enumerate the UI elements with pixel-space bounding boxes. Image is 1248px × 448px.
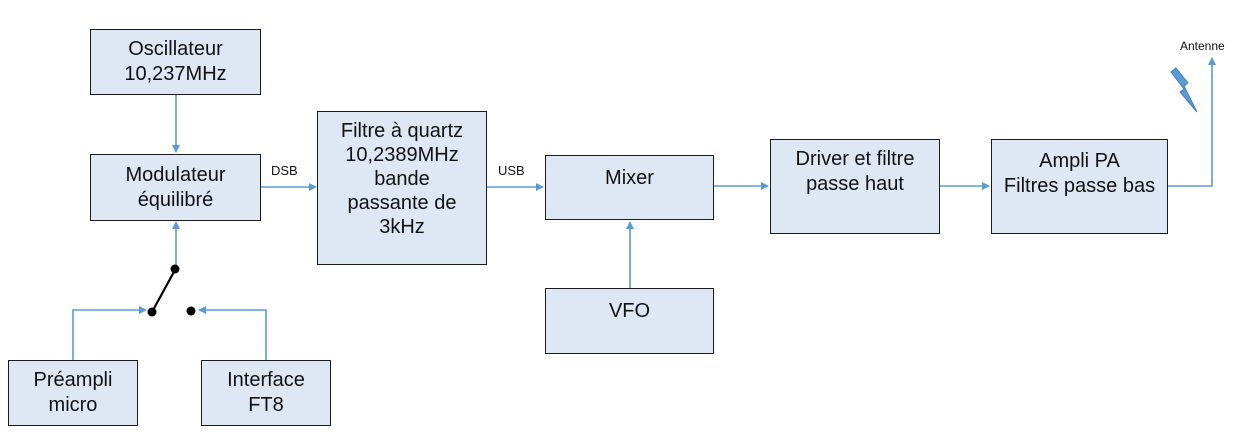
block-preamp: Préampli micro [8, 360, 138, 426]
filter-label: Filtre à quartz [340, 120, 464, 142]
filter-line3: bande [374, 168, 430, 190]
pa-sublabel: Filtres passe bas [1003, 175, 1156, 197]
mixer-label: Mixer [605, 167, 654, 189]
signal-label-usb: USB [498, 163, 525, 178]
driver-label: Driver et filtre [795, 148, 915, 170]
modulator-label: Modulateur [125, 163, 226, 186]
block-modulator: Modulateur équilibré [90, 154, 261, 221]
arrow-preamp-to-switch [72, 306, 147, 360]
block-mixer: Mixer [545, 155, 714, 220]
oscillator-label: Oscillateur [128, 38, 223, 60]
pa-label: Ampli PA [1039, 150, 1120, 172]
signal-label-dsb: DSB [271, 163, 298, 178]
filter-frequency: 10,2389MHz [345, 144, 459, 166]
input-selector-switch [147, 264, 196, 317]
filter-bandwidth: 3kHz [379, 216, 425, 238]
modulator-sublabel: équilibré [137, 188, 214, 211]
block-power-amplifier: Ampli PA Filtres passe bas [991, 139, 1168, 234]
preamp-sublabel: micro [48, 394, 98, 416]
interface-sublabel: FT8 [248, 394, 284, 416]
antenna-label: Antenne [1180, 39, 1225, 53]
block-oscillator: Oscillateur 10,237MHz [90, 29, 261, 95]
lightning-icon [1170, 67, 1198, 113]
block-driver: Driver et filtre passe haut [770, 139, 940, 234]
arrow-interface-to-switch [198, 306, 267, 360]
vfo-label: VFO [608, 300, 651, 322]
block-vfo: VFO [545, 288, 714, 354]
block-ft8-interface: Interface FT8 [201, 360, 331, 426]
block-quartz-filter: Filtre à quartz 10,2389MHz bande passant… [317, 111, 487, 265]
preamp-label: Préampli [33, 369, 113, 391]
interface-label: Interface [227, 369, 305, 391]
driver-sublabel: passe haut [806, 173, 904, 195]
oscillator-frequency: 10,237MHz [124, 63, 227, 85]
antenna-line [1168, 57, 1216, 187]
filter-line4: passante de [347, 192, 457, 214]
